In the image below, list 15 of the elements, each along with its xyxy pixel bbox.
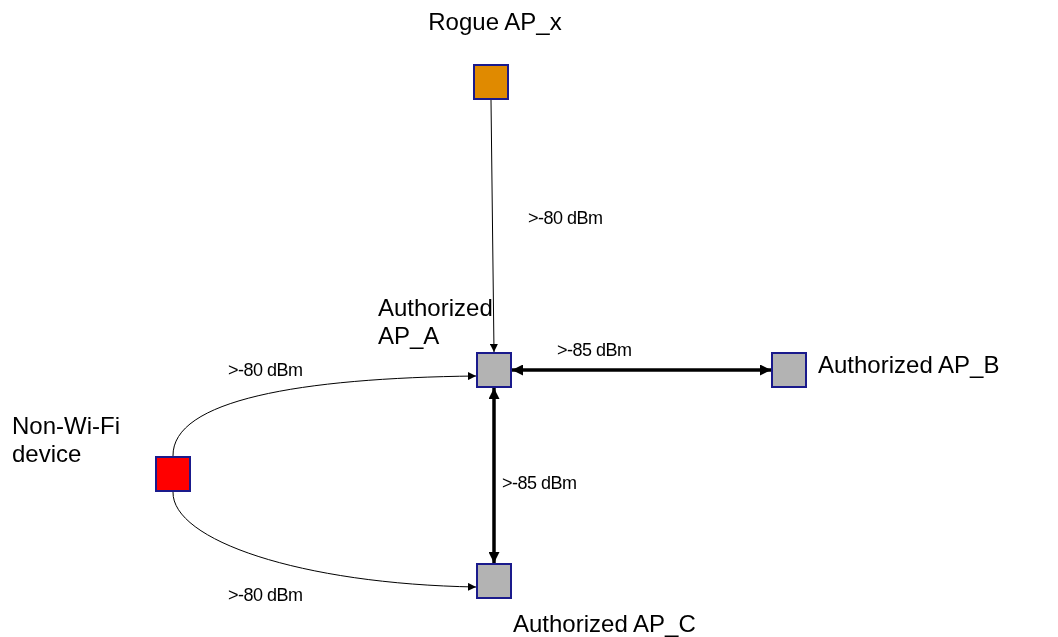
access-point-square (155, 456, 191, 492)
node-label: Authorized AP_C (513, 610, 697, 637)
arrow (172, 372, 477, 457)
node-label: Non-Wi-Fi device (12, 412, 121, 468)
node-label: Rogue AP_x (427, 8, 563, 36)
node-label: Authorized AP_B (818, 351, 1001, 379)
access-point-square (476, 563, 512, 599)
arrow (172, 491, 477, 591)
access-point-square (771, 352, 807, 388)
arrow (489, 99, 498, 353)
arrow (488, 388, 500, 563)
access-point-square (476, 352, 512, 388)
arrow (512, 364, 771, 376)
node-label: Authorized AP_A (378, 294, 494, 350)
access-point-square (473, 64, 509, 100)
